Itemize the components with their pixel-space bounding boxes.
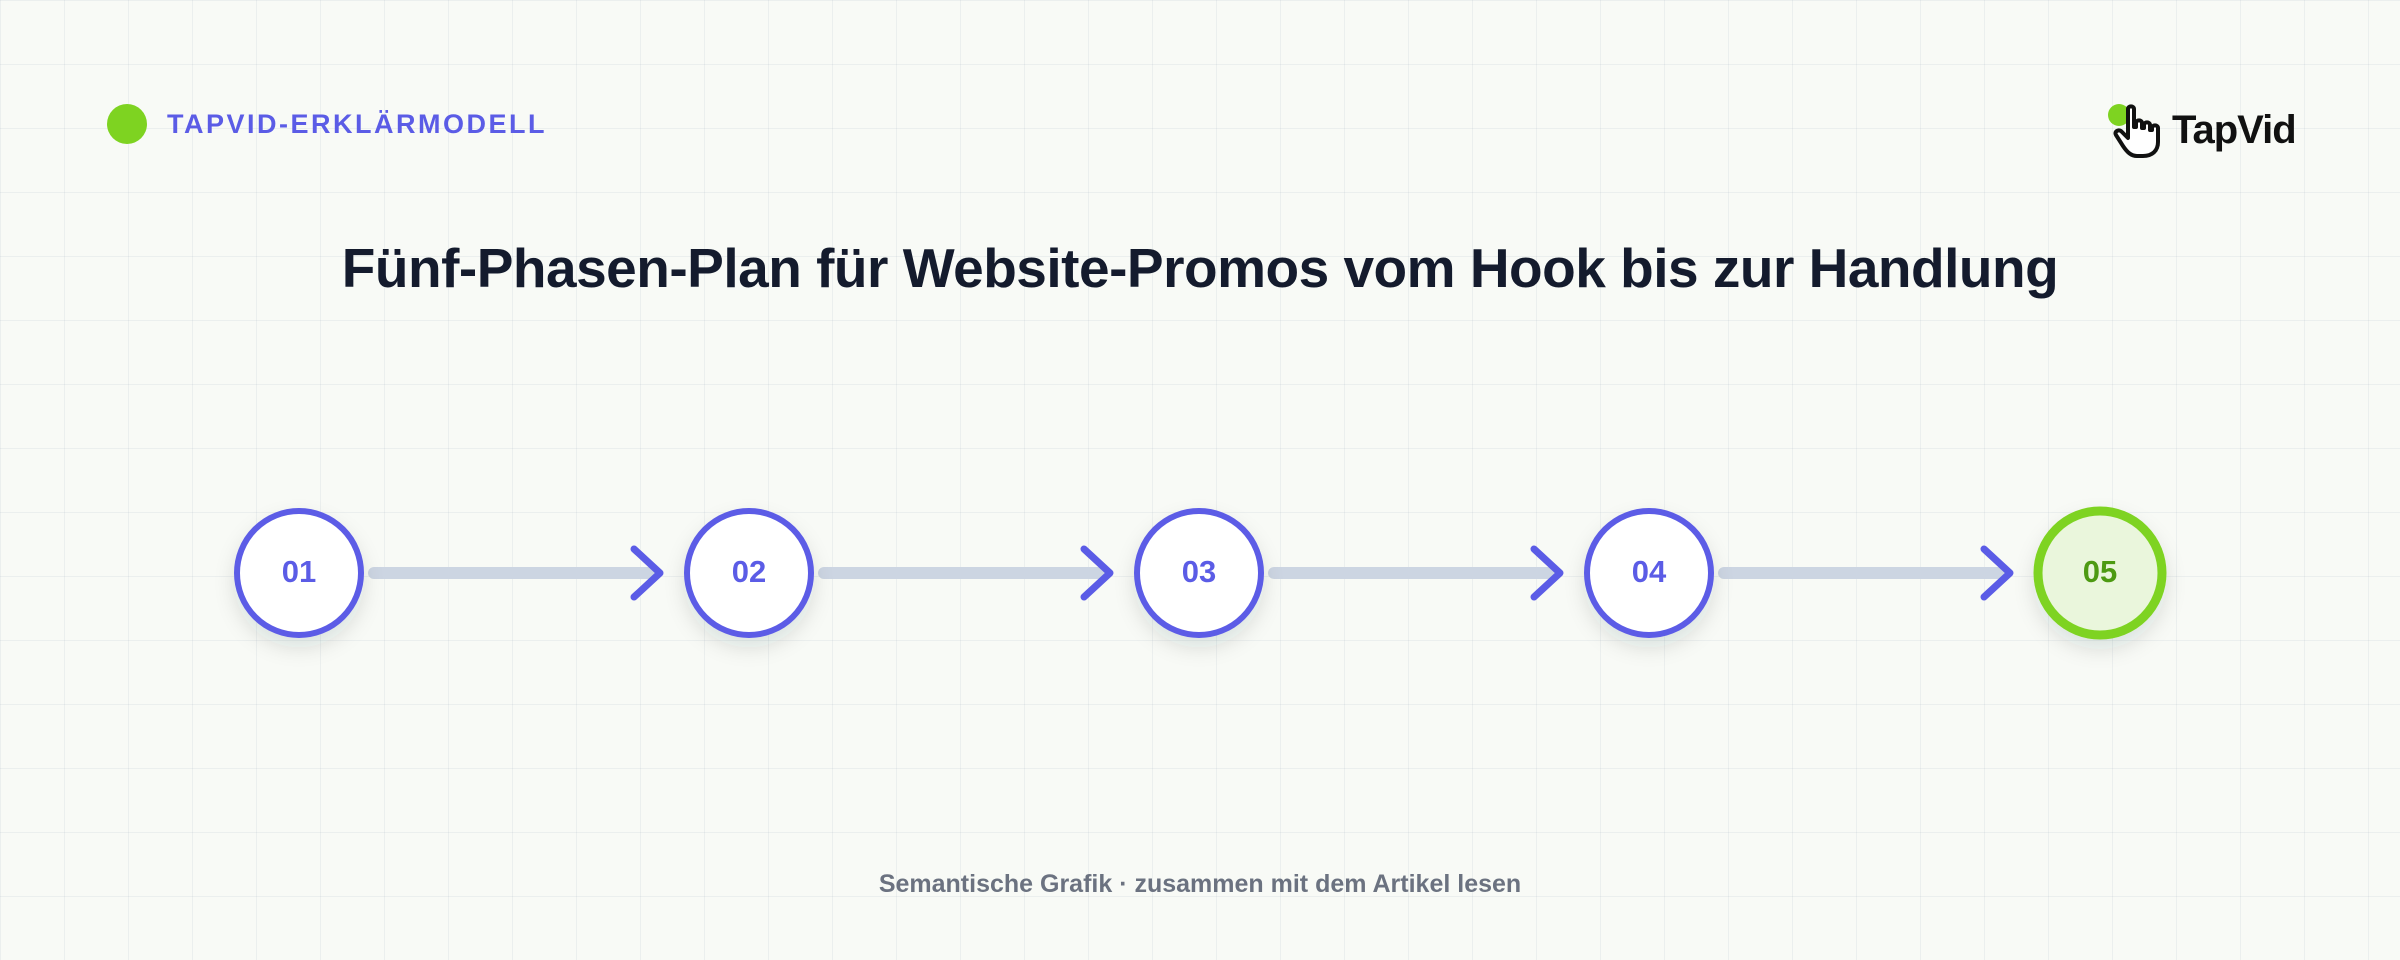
- logo-text: TapVid: [2172, 107, 2297, 152]
- phase-circle-1: [234, 508, 364, 638]
- phase-step-3: 03: [1134, 508, 1264, 638]
- phase-label-3: 03: [1182, 554, 1216, 589]
- connector-2: [818, 545, 1114, 601]
- phase-step-2: 02: [684, 508, 814, 638]
- phase-circle-4: [1584, 508, 1714, 638]
- phase-label-5: 05: [2083, 554, 2117, 589]
- page-title: Fünf-Phasen-Plan für Website-Promos vom …: [341, 237, 2059, 299]
- phase-step-4: 04: [1584, 508, 1714, 638]
- connector-3: [1268, 545, 1564, 601]
- phase-circle-3: [1134, 508, 1264, 638]
- footer-note: Semantische Grafik · zusammen mit dem Ar…: [878, 870, 1522, 898]
- tapvid-logo: TapVid: [2106, 98, 2297, 162]
- phase-circle-5: [2033, 506, 2167, 640]
- header-dot: [107, 104, 147, 144]
- phase-step-5: 05: [2033, 506, 2167, 640]
- phase-label-4: 04: [1632, 554, 1667, 589]
- phase-circle-2: [684, 508, 814, 638]
- header-badge: TAPVID-ERKLÄRMODELL: [107, 104, 547, 144]
- phase-step-1: 01: [234, 508, 364, 638]
- phase-label-1: 01: [282, 554, 316, 589]
- connector-1: [368, 545, 664, 601]
- connector-4: [1718, 545, 2014, 601]
- header-label: TAPVID-ERKLÄRMODELL: [167, 108, 547, 139]
- pointer-hand-icon: [2108, 104, 2160, 158]
- phase-label-2: 02: [732, 554, 766, 589]
